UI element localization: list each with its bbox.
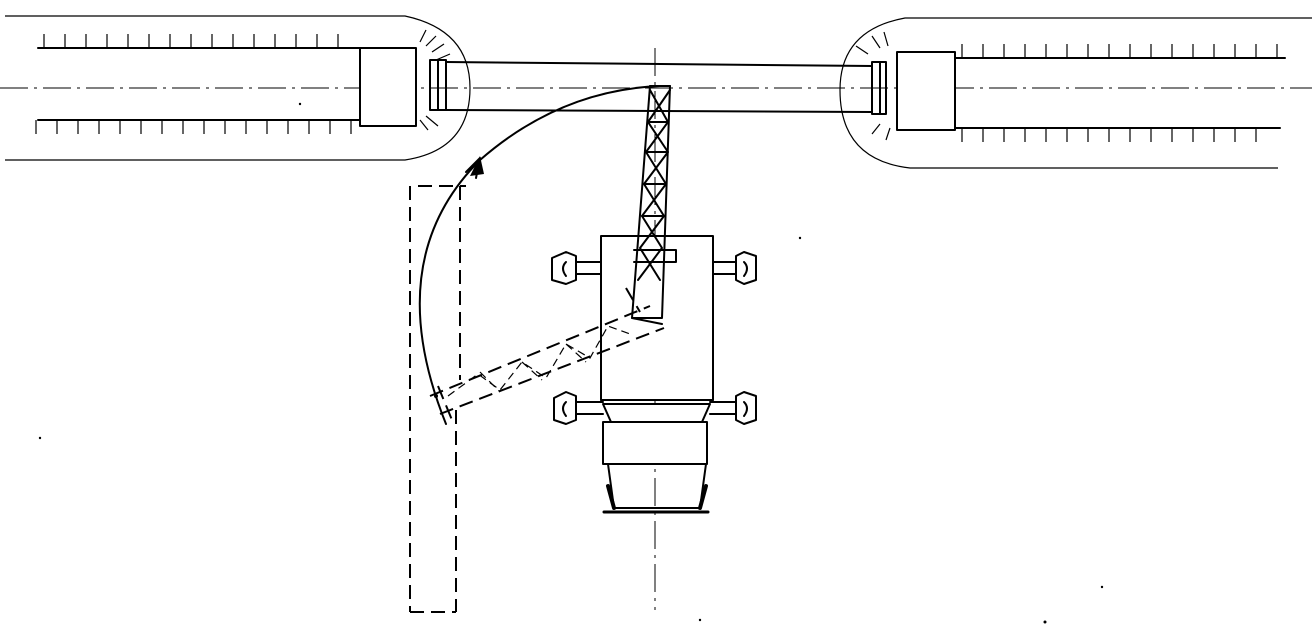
dashed-boom-position <box>429 287 665 421</box>
curved-arrow-path <box>418 85 661 425</box>
tunnel-left-top-ticks <box>43 34 339 48</box>
crane-counterweight <box>607 463 707 509</box>
tunnel-left-bottom-ticks <box>35 120 352 134</box>
outrigger-bottom-right <box>709 391 757 425</box>
outrigger-bottom-left <box>553 391 604 425</box>
stray-dot <box>798 236 802 240</box>
outrigger-top-right <box>712 251 757 285</box>
outrigger-top-left <box>551 251 602 285</box>
lattice-boom <box>631 85 671 325</box>
crane-collar <box>602 403 711 423</box>
stray-dot <box>298 102 302 106</box>
tunnel-section-left <box>5 15 471 161</box>
stray-dot <box>1100 585 1104 589</box>
tunnel-right-bottom-ticks <box>961 128 1257 142</box>
horizontal-pipe <box>445 61 873 113</box>
stray-dot <box>38 436 42 440</box>
tunnel-section-right <box>839 17 1312 169</box>
shield-block-right <box>896 51 956 131</box>
dashed-entry-channel <box>409 185 466 613</box>
lattice-boom-crane <box>551 85 757 514</box>
shield-block-left <box>359 47 417 127</box>
crane-cab <box>633 249 677 263</box>
stray-dot <box>698 618 702 622</box>
tunnel-right-top-ticks <box>961 44 1278 58</box>
stray-dot <box>1043 620 1047 624</box>
crane-base <box>602 421 708 465</box>
